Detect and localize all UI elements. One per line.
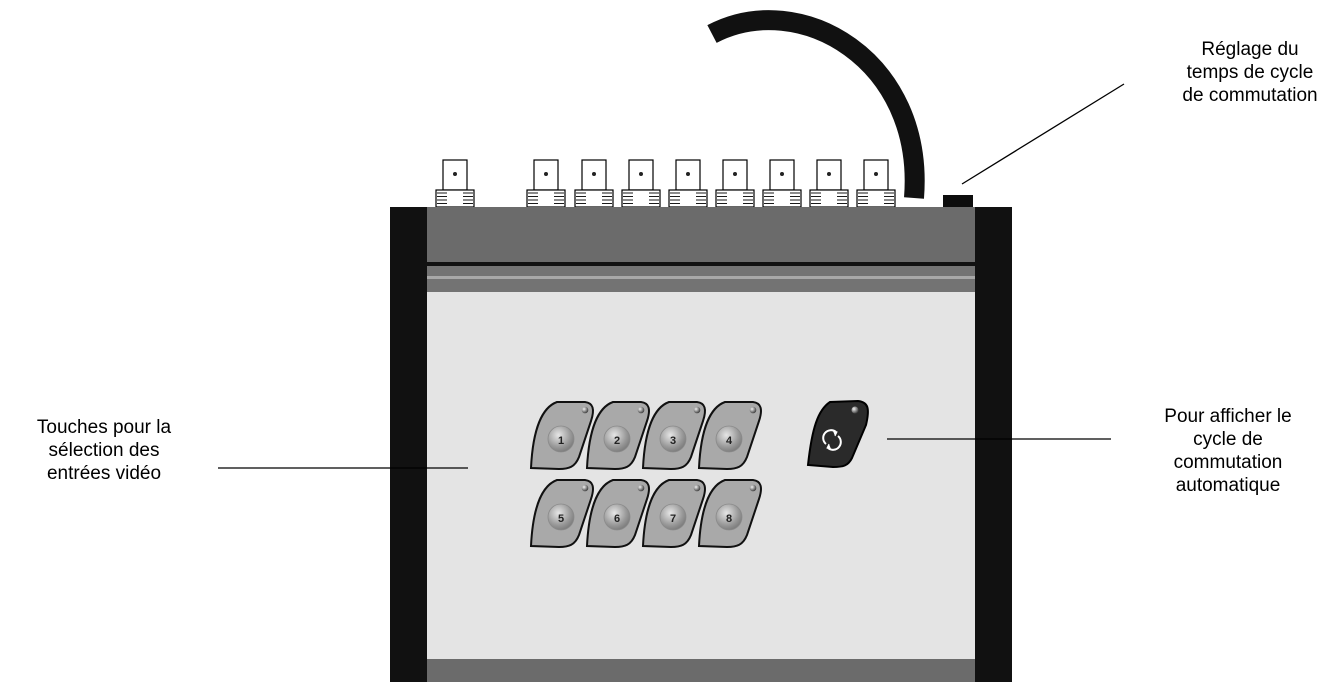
callout-auto-cycle: Pour afficher le cycle de commutation au… (1164, 406, 1292, 496)
key-led (637, 484, 645, 492)
left-side-rail (390, 207, 427, 682)
callout-input-keys: Touches pour la sélection des entrées vi… (36, 417, 172, 484)
input-keys: 1 2 3 4 5 6 7 8 (529, 401, 762, 549)
key-number: 1 (558, 435, 564, 447)
right-side-rail (975, 207, 1012, 682)
key-number: 7 (670, 513, 676, 525)
cycle-arrows-icon (822, 429, 842, 451)
bnc-connector (435, 159, 475, 208)
input-key-4[interactable]: 4 (697, 401, 762, 471)
key-led (637, 406, 645, 414)
key-led (749, 484, 757, 492)
bnc-connectors (435, 159, 896, 208)
bnc-connector (668, 159, 708, 208)
input-key-2[interactable]: 2 (585, 401, 650, 471)
input-key-5[interactable]: 5 (529, 479, 594, 549)
bnc-connector (715, 159, 755, 208)
cycle-time-knob[interactable] (943, 195, 973, 209)
input-key-7[interactable]: 7 (641, 479, 706, 549)
key-led (693, 406, 701, 414)
key-led (693, 484, 701, 492)
key-number: 3 (670, 435, 676, 447)
key-number: 4 (726, 435, 733, 447)
key-led (581, 484, 589, 492)
bnc-connector (526, 159, 566, 208)
input-key-8[interactable]: 8 (697, 479, 762, 549)
chassis-groove-highlight (390, 276, 1012, 279)
bnc-connector (856, 159, 896, 208)
key-number: 5 (558, 513, 564, 525)
bnc-connector (574, 159, 614, 208)
bnc-connector (621, 159, 661, 208)
auto-cycle-key[interactable] (806, 399, 869, 469)
bnc-connector (809, 159, 849, 208)
chassis-bottom (390, 659, 1012, 682)
bnc-connector (762, 159, 802, 208)
key-number: 8 (726, 513, 732, 525)
input-key-6[interactable]: 6 (585, 479, 650, 549)
key-led (749, 406, 757, 414)
input-key-3[interactable]: 3 (641, 401, 706, 471)
key-number: 2 (614, 435, 620, 447)
auto-cycle-led (851, 406, 859, 414)
leader-cycle-time (961, 83, 1125, 185)
cable (707, 10, 925, 199)
input-key-1[interactable]: 1 (529, 401, 594, 471)
key-number: 6 (614, 513, 620, 525)
front-panel (426, 292, 978, 659)
callout-cycle-time: Réglage du temps de cycle de commutation (1182, 39, 1318, 106)
key-led (581, 406, 589, 414)
chassis-top (390, 207, 1012, 265)
chassis-seam (390, 262, 1012, 266)
